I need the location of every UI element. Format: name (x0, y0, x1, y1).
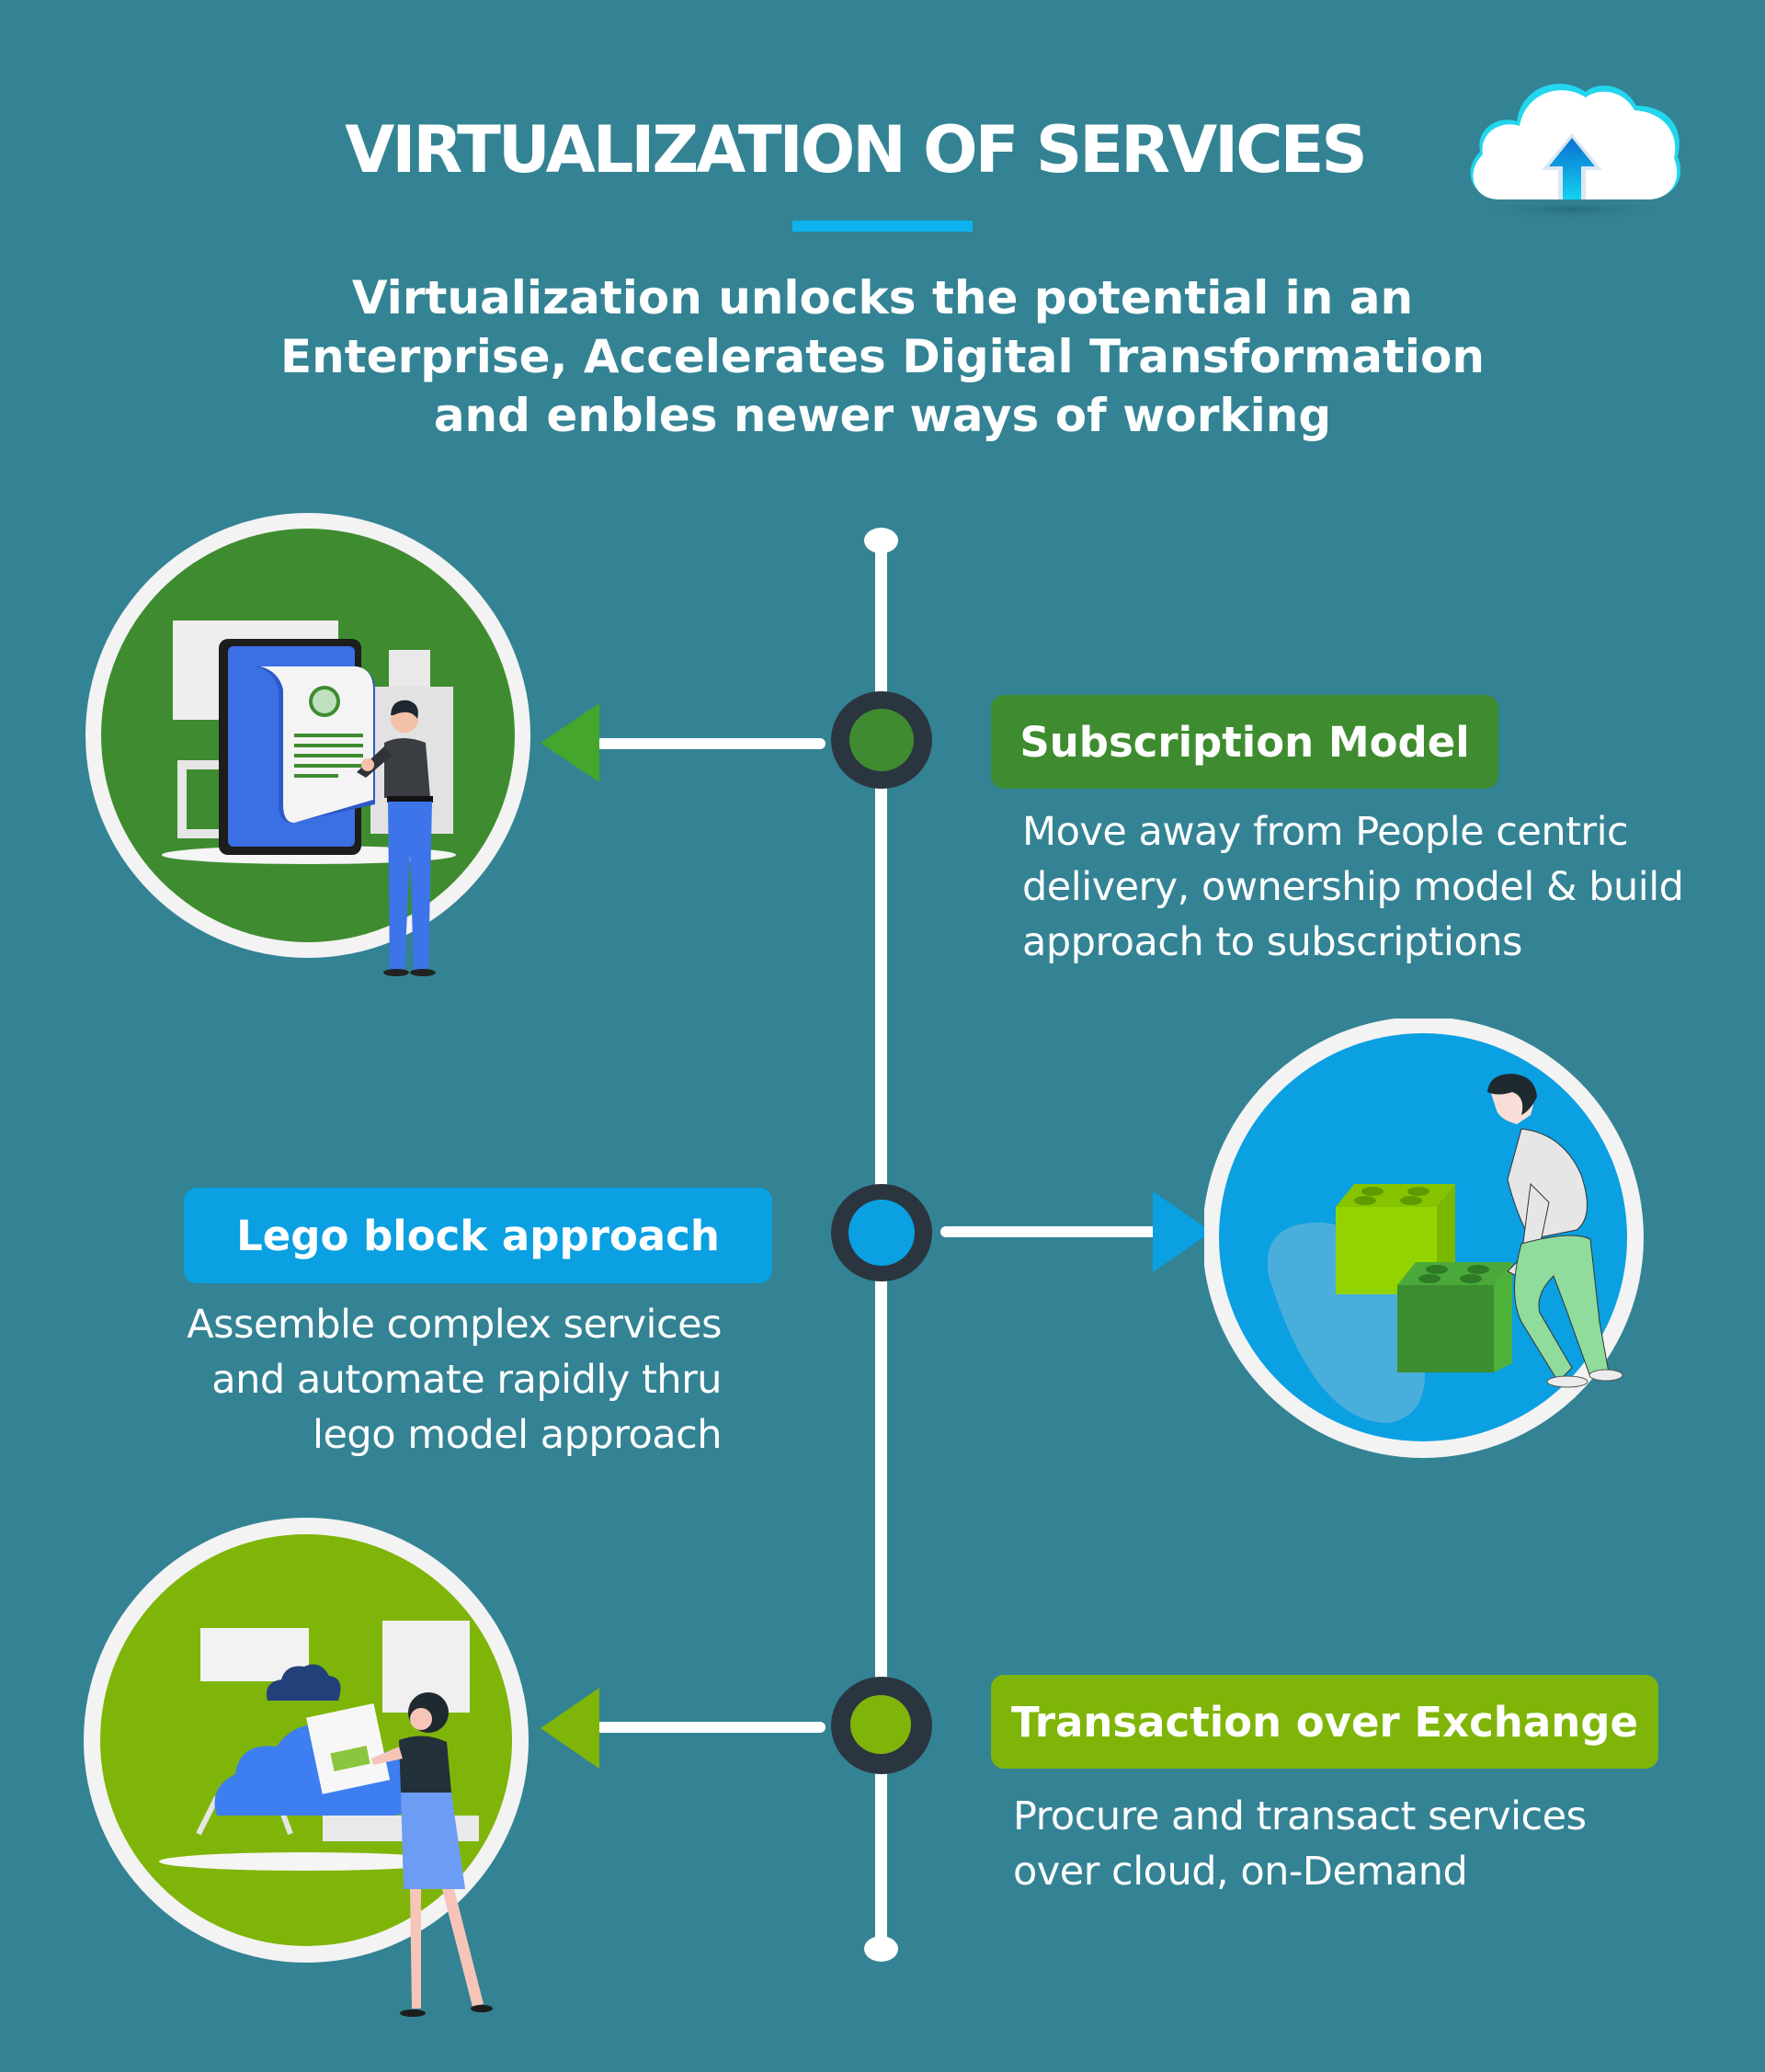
lego-illustration (1204, 1019, 1655, 1469)
timeline-end-cap (864, 1936, 898, 1962)
timeline-node (831, 691, 932, 789)
lego-block-badge: Lego block approach (184, 1188, 772, 1283)
node-dot (848, 1200, 915, 1266)
subtitle-line: and enbles newer ways of working (433, 389, 1332, 442)
transaction-exchange-badge: Transaction over Exchange (991, 1675, 1658, 1769)
lego-block-description: Assemble complex services and automate r… (92, 1297, 722, 1463)
description-line: and automate rapidly thru (211, 1357, 722, 1403)
title-underline (792, 221, 973, 232)
timeline-node (831, 1184, 932, 1281)
timeline-node (831, 1677, 932, 1774)
page-title: VIRTUALIZATION OF SERVICES (345, 112, 1368, 188)
connector-line (940, 1226, 1161, 1237)
badge-label: Transaction over Exchange (1011, 1697, 1638, 1747)
arrow-left-icon (541, 1688, 599, 1769)
description-line: lego model approach (313, 1412, 722, 1458)
cloud-upload-icon (1457, 55, 1687, 221)
subtitle: Virtualization unlocks the potential in … (184, 268, 1581, 445)
description-line: delivery, ownership model & build (1022, 864, 1684, 910)
subtitle-line: Virtualization unlocks the potential in … (351, 271, 1414, 324)
badge-label: Subscription Model (1019, 717, 1470, 767)
description-line: Assemble complex services (187, 1302, 722, 1348)
description-line: Move away from People centric (1022, 809, 1629, 855)
badge-label: Lego block approach (236, 1211, 720, 1260)
subscription-model-description: Move away from People centric delivery, … (1022, 804, 1684, 970)
transaction-exchange-description: Procure and transact services over cloud… (1013, 1789, 1587, 1899)
connector-line (596, 738, 826, 749)
subtitle-line: Enterprise, Accelerates Digital Transfor… (280, 330, 1485, 383)
arrow-right-icon (1153, 1191, 1212, 1272)
arrow-left-icon (541, 703, 599, 782)
node-dot (849, 709, 914, 771)
description-line: approach to subscriptions (1022, 919, 1522, 965)
timeline-start-cap (864, 528, 898, 553)
node-dot (850, 1695, 911, 1754)
description-line: Procure and transact services (1013, 1793, 1587, 1839)
description-line: over cloud, on-Demand (1013, 1849, 1468, 1895)
subscription-illustration (81, 506, 559, 1020)
connector-line (596, 1722, 826, 1733)
subscription-model-badge: Subscription Model (991, 695, 1498, 789)
transaction-illustration (79, 1512, 557, 2050)
